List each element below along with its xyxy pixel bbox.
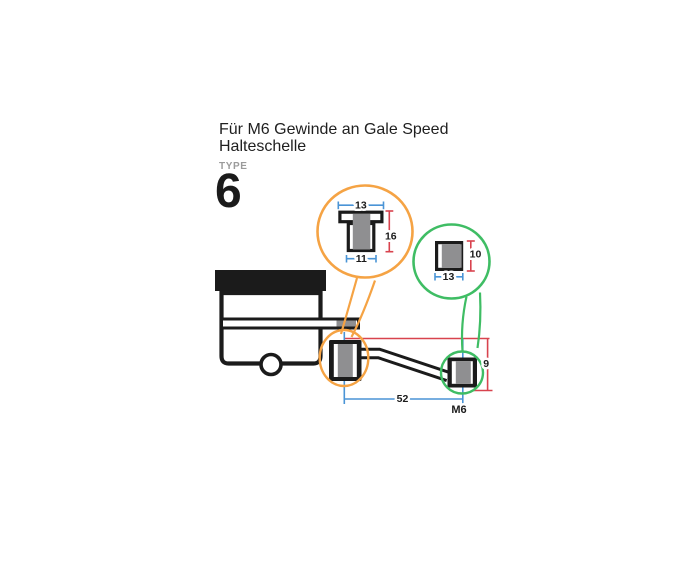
reservoir-cap [215,270,326,291]
nut-shaft [441,244,462,268]
type-label: TYPE [219,161,248,172]
stay-arm-core [357,350,449,380]
dim-label-nut-width: 13 [443,271,455,283]
right-boss-shaft [455,361,471,384]
nut-detail: 10 13 [434,240,484,286]
type-number: 6 [215,165,242,218]
green-leader-line-2 [476,292,482,349]
dim-label-bushing-height: 16 [385,231,397,243]
dim-label-nut-height: 10 [470,249,482,261]
title-line-2: Halteschelle [219,137,307,155]
thread-label-m6: M6 [451,404,466,416]
reservoir [215,270,360,377]
right-mount-boss [447,357,477,388]
strap-end-bracket [336,320,356,327]
reservoir-knob [259,352,283,377]
bushing-detail: 13 16 11 [337,197,399,268]
dim-label-bushing-top-width: 13 [355,200,367,212]
page-title: Für M6 Gewinde an Gale Speed Halteschell… [219,121,449,155]
orange-leader-line-1 [339,277,359,335]
title-line-1: Für M6 Gewinde an Gale Speed [219,121,449,138]
green-leader-line-1 [460,296,468,352]
dim-label-stay-drop: 9 [483,358,489,370]
left-boss-shaft [337,344,353,377]
bushing-shank [352,214,371,250]
dim-label-stay-length: 52 [397,393,409,405]
dim-label-bushing-bottom-width: 11 [356,253,367,265]
orange-highlight-circle [318,328,370,388]
green-highlight-circle [439,350,485,395]
orange-leader-line-2 [350,280,377,338]
left-mount-boss [329,340,362,381]
stay-arm [357,347,450,382]
